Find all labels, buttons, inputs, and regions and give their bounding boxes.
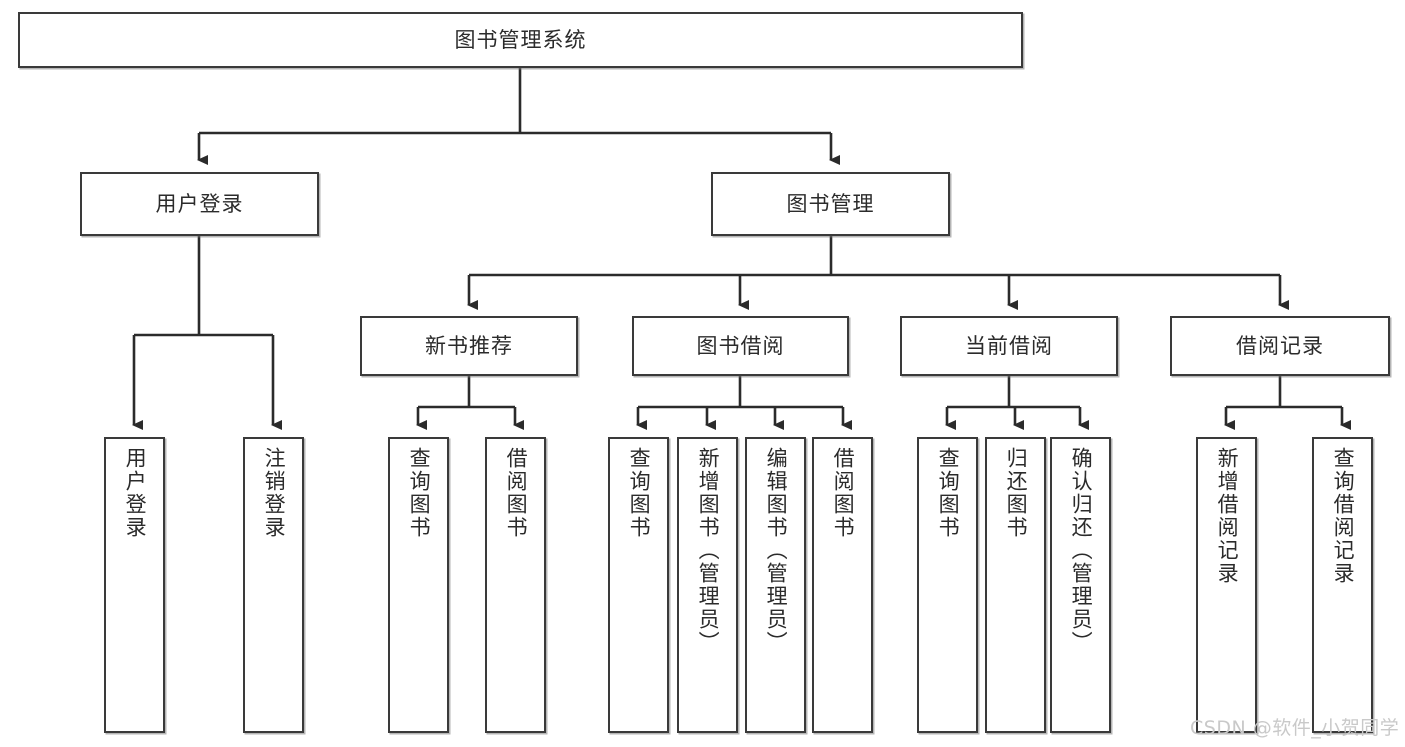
node-label: 当前借阅 (965, 333, 1053, 358)
node-label: 图书借阅 (696, 333, 785, 358)
node-label: 查询图书 (407, 447, 432, 539)
node-root-book-management-system[interactable]: 图书管理系统 (18, 12, 1023, 68)
node-book-management[interactable]: 图书管理 (711, 172, 950, 236)
leaf-borrow-record-add-record[interactable]: 新增借阅记录 (1196, 437, 1257, 733)
node-label: 借阅记录 (1236, 333, 1324, 358)
watermark: CSDN @软件_小贺同学 (1190, 717, 1400, 739)
node-label: 用户登录 (155, 191, 244, 216)
leaf-user-login-login[interactable]: 用户登录 (104, 437, 165, 733)
leaf-book-borrow-query-book[interactable]: 查询图书 (608, 437, 669, 733)
node-current-borrow[interactable]: 当前借阅 (900, 316, 1118, 376)
leaf-book-borrow-add-book-admin[interactable]: 新增图书（管理员） (677, 437, 738, 733)
node-label: 图书管理系统 (454, 27, 587, 52)
node-label: 新书推荐 (425, 333, 513, 358)
node-label: 新增图书（管理员） (696, 447, 721, 654)
leaf-borrow-record-query-record[interactable]: 查询借阅记录 (1312, 437, 1373, 733)
node-label: 查询图书 (936, 447, 961, 539)
node-label: 用户登录 (123, 447, 148, 539)
leaf-current-borrow-confirm-return-admin[interactable]: 确认归还（管理员） (1050, 437, 1111, 733)
node-user-login[interactable]: 用户登录 (80, 172, 319, 236)
node-borrow-record[interactable]: 借阅记录 (1170, 316, 1390, 376)
node-new-book-recommend[interactable]: 新书推荐 (360, 316, 578, 376)
node-label: 借阅图书 (504, 447, 529, 539)
node-label: 借阅图书 (831, 447, 856, 539)
node-label: 查询借阅记录 (1331, 447, 1356, 585)
leaf-new-book-borrow-book[interactable]: 借阅图书 (485, 437, 546, 733)
node-label: 新增借阅记录 (1215, 447, 1240, 585)
node-label: 图书管理 (786, 191, 875, 216)
node-label: 查询图书 (627, 447, 652, 539)
node-label: 归还图书 (1004, 447, 1029, 539)
node-label: 确认归还（管理员） (1069, 447, 1094, 654)
node-label: 编辑图书（管理员） (764, 447, 789, 654)
leaf-book-borrow-borrow-book[interactable]: 借阅图书 (812, 437, 873, 733)
leaf-book-borrow-edit-book-admin[interactable]: 编辑图书（管理员） (745, 437, 806, 733)
leaf-user-login-logout[interactable]: 注销登录 (243, 437, 304, 733)
leaf-current-borrow-return-book[interactable]: 归还图书 (985, 437, 1046, 733)
node-label: 注销登录 (262, 447, 287, 539)
node-book-borrow[interactable]: 图书借阅 (632, 316, 849, 376)
leaf-current-borrow-query-book[interactable]: 查询图书 (917, 437, 978, 733)
leaf-new-book-query-book[interactable]: 查询图书 (388, 437, 449, 733)
